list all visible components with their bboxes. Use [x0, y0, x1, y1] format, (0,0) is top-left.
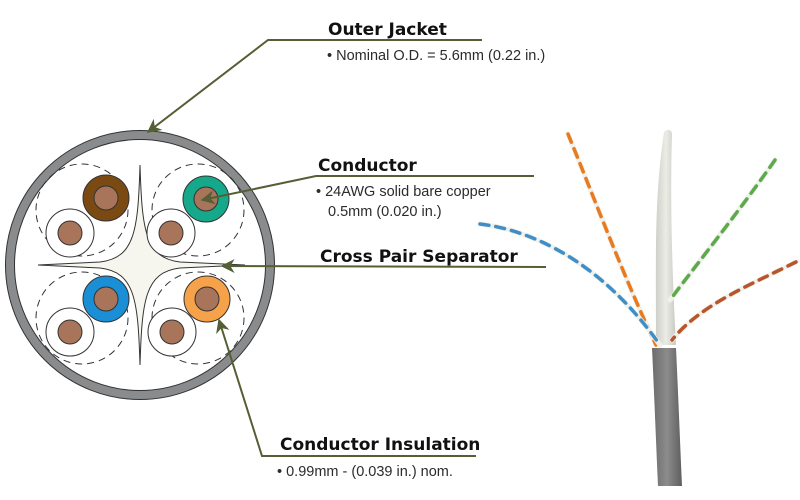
cable-jacket [652, 348, 682, 486]
conductor-insulation-desc: • 0.99mm - (0.039 in.) nom. [277, 464, 453, 480]
cable-separator-spine [655, 129, 676, 345]
conductor-insulation-title: Conductor Insulation [280, 435, 480, 455]
outer-jacket-desc: • Nominal O.D. = 5.6mm (0.22 in.) [327, 48, 545, 64]
white-conductors [45, 208, 197, 357]
orange-conductor [183, 275, 231, 323]
cable-cross-section [5, 130, 275, 400]
conductor-title: Conductor [318, 156, 417, 176]
conductor-desc-1: • 24AWG solid bare copper [316, 184, 491, 200]
cable-illustration [477, 129, 799, 486]
brown-conductor [82, 174, 130, 222]
green-pair [667, 157, 778, 303]
outer-jacket-title: Outer Jacket [328, 20, 447, 40]
blue-pair [477, 221, 663, 348]
blue-conductor [82, 275, 130, 323]
leader-lines [146, 39, 547, 457]
conductor-desc-2: 0.5mm (0.020 in.) [328, 204, 442, 220]
conductor-leader [200, 175, 534, 205]
cross-pair-separator-title: Cross Pair Separator [320, 247, 518, 267]
orange-pair [565, 131, 659, 348]
outer-jacket-leader [146, 39, 482, 133]
insulation-leader [216, 318, 476, 457]
brown-pair [669, 259, 799, 343]
separator-leader [220, 259, 547, 274]
